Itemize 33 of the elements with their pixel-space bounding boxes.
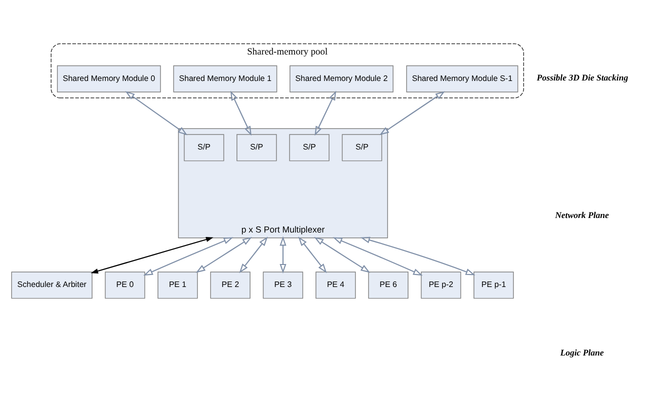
node-box: Shared Memory Module 1: [173, 65, 278, 92]
label: Possible 3D Die Stacking: [536, 72, 628, 82]
arrow: [239, 236, 268, 274]
node-box: PE 2: [210, 272, 250, 299]
node-box: PE p-1: [474, 272, 514, 299]
node-box: S/P: [236, 134, 277, 162]
arrow: [332, 237, 423, 276]
node-box: S/P: [184, 134, 224, 162]
node-box: PE 1: [158, 272, 198, 299]
arrow: [143, 237, 234, 276]
node-box: Shared Memory Module 2: [290, 65, 394, 92]
arrow: [360, 236, 476, 276]
arrow: [314, 90, 336, 136]
arrow: [90, 237, 214, 274]
node-box: S/P: [289, 134, 330, 162]
node-box: Shared Memory Module S-1: [406, 65, 518, 92]
node-box: Shared Memory Module 0: [56, 65, 161, 92]
arrow: [298, 236, 327, 274]
arrow: [314, 236, 370, 273]
arrow: [230, 90, 252, 136]
label: Network Plane: [555, 210, 609, 220]
arrow: [379, 91, 445, 136]
label: Logic Plane: [560, 347, 604, 358]
arrow: [196, 236, 252, 273]
arrow: [125, 91, 188, 136]
arrow: [280, 236, 286, 274]
node-box: PE 4: [316, 272, 356, 299]
node-box: PE p-2: [420, 272, 462, 299]
node-box: Scheduler & Arbiter: [11, 272, 92, 299]
node-box: PE 3: [262, 272, 304, 299]
node-box: PE 6: [368, 272, 408, 299]
node-box: S/P: [342, 134, 382, 162]
node-box: PE 0: [104, 272, 146, 299]
